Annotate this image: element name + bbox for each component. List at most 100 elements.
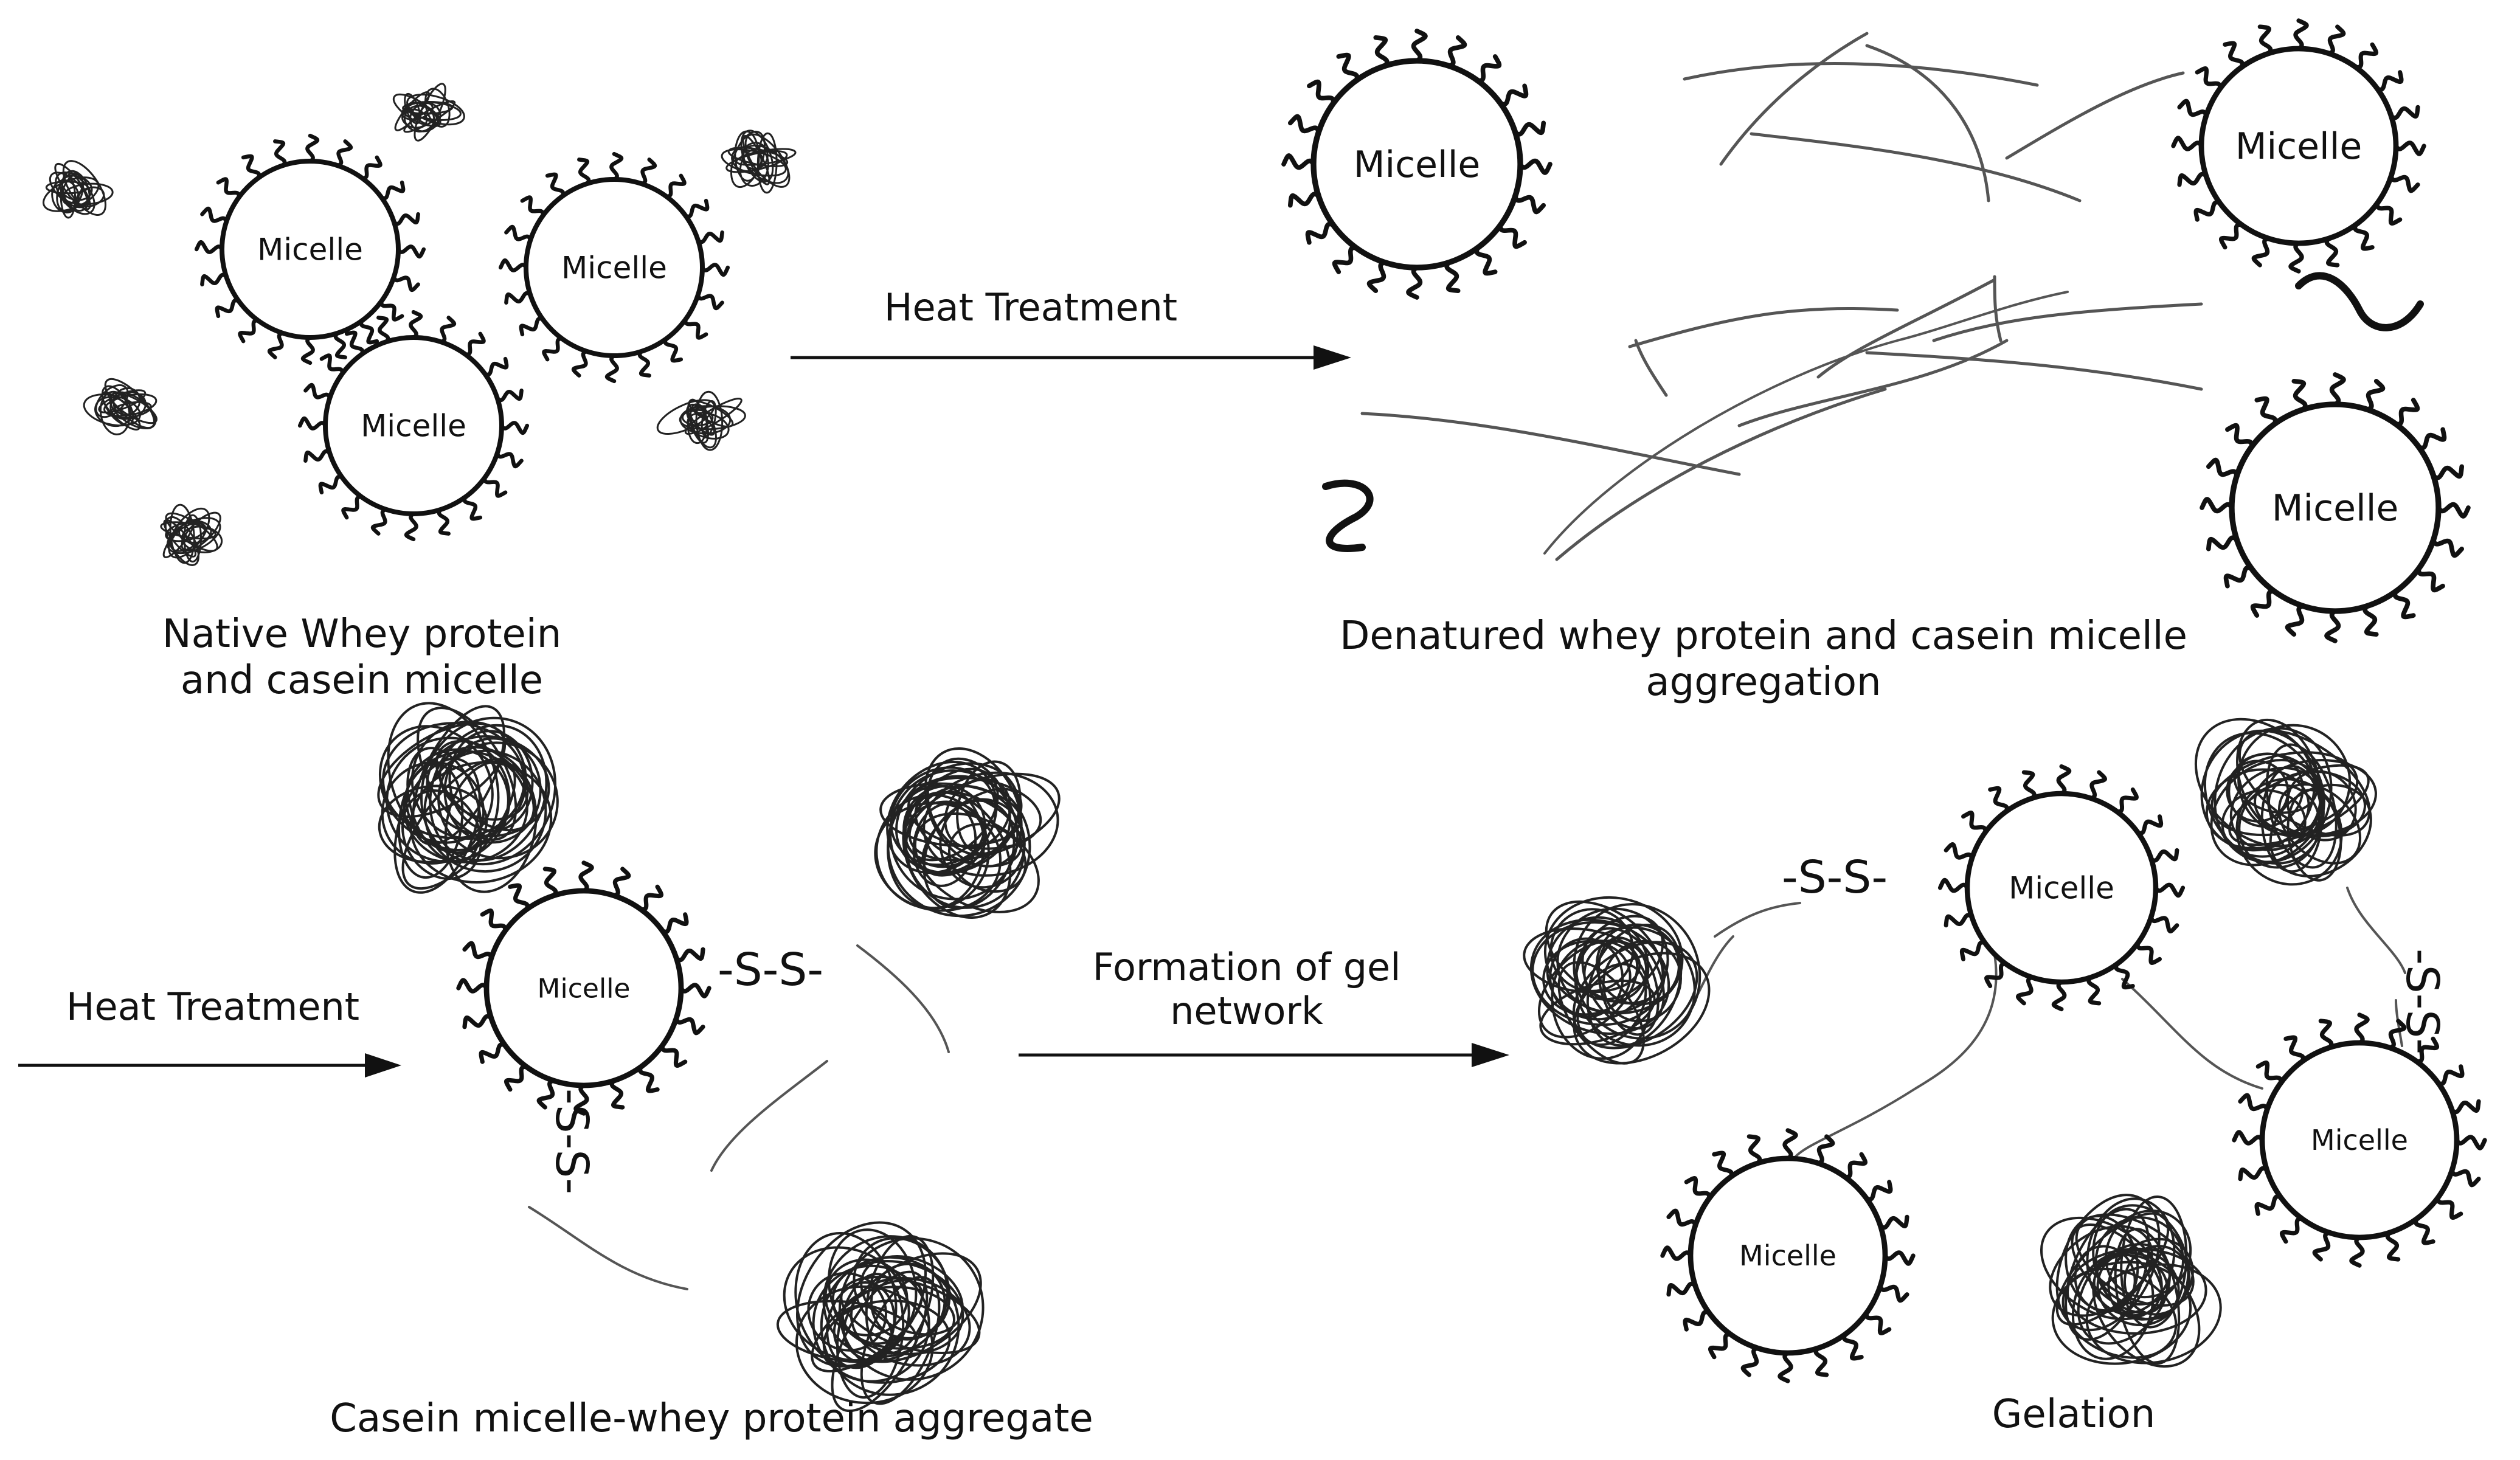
kappa-casein-hair (2223, 565, 2254, 589)
kappa-casein-hair (409, 310, 423, 340)
kappa-casein-hair (1666, 1208, 1698, 1228)
kappa-casein-hair (238, 319, 261, 344)
micelle-label: Micelle (257, 232, 363, 268)
kappa-casein-hair (674, 947, 705, 963)
micelle-core (1310, 58, 1523, 271)
kappa-casein-hair (2454, 1135, 2487, 1150)
kappa-casein-hair (297, 416, 328, 431)
disulfide-bond-label: -S-S- (1782, 851, 1888, 904)
native-caption: Native Whey protein and casein micelle (109, 611, 614, 704)
arrowhead-icon (1314, 345, 1351, 370)
kappa-casein-hair (341, 495, 364, 520)
kappa-casein-hair (2206, 535, 2240, 552)
kappa-casein-hair (2255, 1060, 2283, 1085)
kappa-casein-hair (1660, 1245, 1693, 1261)
kappa-casein-hair (267, 331, 285, 359)
protein-strand (528, 1206, 688, 1290)
micelle-core (483, 888, 684, 1088)
kappa-casein-hair (1666, 1281, 1698, 1297)
kappa-casein-hair (1336, 52, 1360, 83)
kappa-casein-hair (1842, 1332, 1864, 1361)
kappa-casein-hair (2416, 566, 2445, 593)
protein-strand (1816, 278, 1996, 379)
micelle-label: Micelle (1354, 144, 1481, 186)
kappa-casein-hair (437, 507, 451, 536)
casein-micelle: Micelle (498, 151, 730, 384)
kappa-casein-hair (2148, 848, 2179, 863)
kappa-casein-hair (462, 941, 494, 961)
micelle-core (323, 335, 504, 516)
casein-micelle: Micelle (2232, 1012, 2487, 1268)
kappa-casein-hair (504, 224, 533, 243)
kappa-casein-hair (2291, 378, 2308, 412)
micelle-label: Micelle (2235, 125, 2362, 168)
protein-strand (1322, 479, 1374, 552)
kappa-casein-hair (571, 349, 589, 378)
disulfide-bond-label: -S-S- (718, 944, 823, 996)
gelation-caption: Gelation (1992, 1392, 2156, 1437)
kappa-casein-hair (2389, 105, 2420, 120)
kappa-casein-hair (663, 173, 687, 198)
kappa-casein-hair (2114, 961, 2135, 990)
heat-treatment-label-bottom: Heat Treatment (66, 984, 360, 1029)
kappa-casein-hair (1988, 786, 2009, 814)
kappa-casein-hair (2257, 24, 2273, 56)
kappa-casein-hair (2392, 589, 2416, 620)
casein-micelle: Micelle (297, 310, 530, 542)
kappa-casein-hair (2254, 396, 2278, 427)
kappa-casein-hair (319, 353, 344, 376)
denatured-caption: Denatured whey protein and casein micell… (1259, 613, 2268, 705)
protein-strand (1865, 351, 2203, 391)
kappa-casein-hair (305, 133, 320, 164)
kappa-casein-hair (303, 382, 332, 401)
kappa-casein-hair (1474, 245, 1498, 276)
protein-strand (1932, 302, 2203, 342)
kappa-casein-hair (462, 495, 483, 521)
protein-strand (1750, 132, 2082, 202)
kappa-casein-hair (536, 1078, 556, 1110)
kappa-casein-hair (1746, 1134, 1762, 1166)
kappa-casein-hair (194, 240, 224, 254)
kappa-casein-hair (1708, 1332, 1733, 1360)
kappa-casein-hair (1444, 260, 1461, 294)
kappa-casein-hair (2324, 609, 2341, 643)
kappa-casein-hair (359, 155, 382, 180)
kappa-casein-hair (396, 244, 426, 259)
protein-strand (1555, 387, 1887, 561)
kappa-casein-hair (2285, 603, 2306, 637)
kappa-casein-hair (1446, 35, 1467, 69)
kappa-casein-hair (495, 451, 524, 469)
gel-network-label: Formation of gel network (1009, 946, 1484, 1033)
kappa-casein-hair (2312, 1230, 2332, 1262)
protein-strand (1714, 902, 1801, 938)
arrowhead-icon (365, 1053, 401, 1078)
kappa-casein-hair (2364, 378, 2386, 412)
kappa-casein-hair (684, 317, 708, 340)
protein-strand (856, 944, 950, 1053)
kappa-casein-hair (604, 353, 619, 384)
kappa-casein-hair (1281, 153, 1316, 170)
micelle-label: Micelle (538, 973, 631, 1004)
native-caption-line2: and casein micelle (180, 658, 544, 703)
kappa-casein-hair (2051, 980, 2067, 1012)
whey-protein-coil (656, 390, 746, 451)
kappa-casein-hair (335, 139, 353, 168)
gel-network-label-line1: Formation of gel (1092, 945, 1401, 989)
protein-strand (2005, 71, 2185, 160)
kappa-casein-hair (1307, 79, 1336, 106)
kappa-casein-hair (1411, 29, 1428, 63)
disulfide-bond-label: -S-S- (2396, 949, 2448, 1054)
kappa-casein-hair (508, 883, 530, 912)
kappa-casein-hair (639, 157, 657, 186)
micelle-core (1688, 1155, 1888, 1356)
kappa-casein-hair (499, 421, 530, 435)
whey-protein-coil (392, 83, 465, 142)
arrowhead-icon (1472, 1043, 1509, 1067)
kappa-casein-hair (376, 316, 390, 344)
kappa-casein-hair (2193, 200, 2223, 222)
micelle-core (2259, 1040, 2460, 1240)
kappa-casein-hair (2135, 814, 2164, 836)
kappa-casein-hair (578, 860, 594, 893)
kappa-casein-hair (577, 157, 591, 186)
